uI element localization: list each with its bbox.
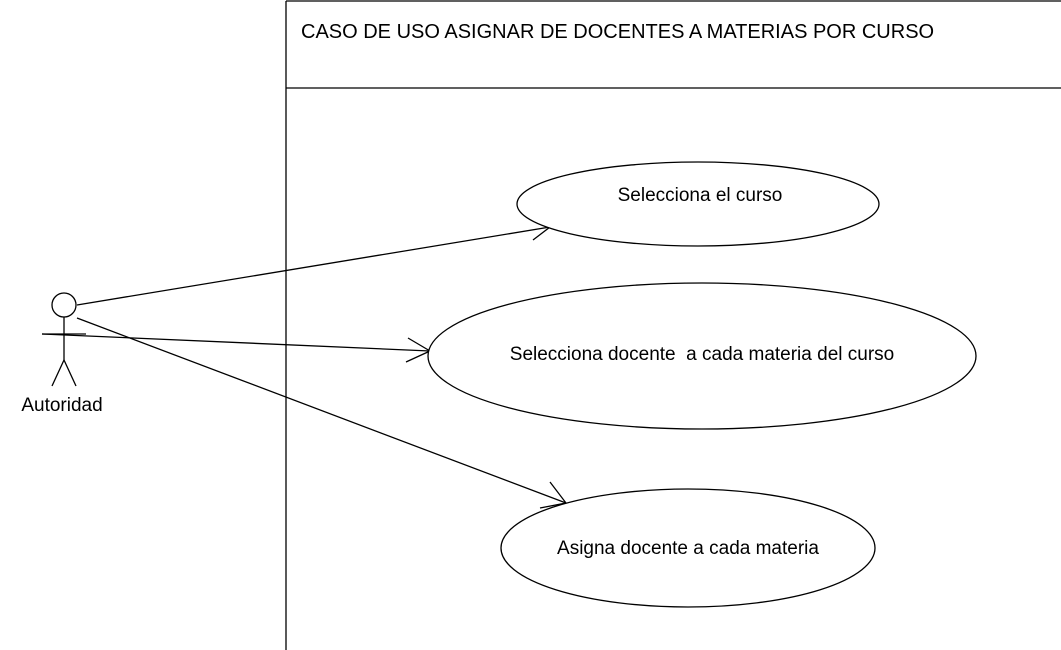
- use-case-ellipse: [500, 488, 876, 608]
- system-boundary-title: CASO DE USO ASIGNAR DE DOCENTES A MATERI…: [301, 21, 934, 43]
- use-case-label: Selecciona el curso: [618, 185, 783, 206]
- association-line: [76, 317, 567, 504]
- system-boundary: CASO DE USO ASIGNAR DE DOCENTES A MATERI…: [285, 0, 1061, 650]
- use-case-ellipse: [427, 282, 977, 430]
- use-case-ellipse: [516, 161, 880, 247]
- actor-left-leg: [51, 359, 65, 387]
- use-case-selecciona-docente[interactable]: Selecciona docente a cada materia del cu…: [427, 282, 977, 430]
- actor-right-leg: [63, 359, 77, 387]
- use-case-label: Selecciona docente a cada materia del cu…: [510, 344, 894, 365]
- actor-head-icon: [51, 292, 77, 318]
- association-selecciona-docente: [41, 333, 432, 363]
- association-line: [76, 226, 551, 306]
- actor-name-label: Autoridad: [21, 395, 102, 416]
- association-selecciona-curso: [76, 213, 552, 306]
- use-case-label: Asigna docente a cada materia: [557, 538, 819, 559]
- association-line: [41, 333, 431, 352]
- use-case-asigna-docente[interactable]: Asigna docente a cada materia: [500, 488, 876, 608]
- use-case-selecciona-curso[interactable]: Selecciona el curso: [516, 161, 880, 247]
- actor-autoridad[interactable]: Autoridad: [21, 292, 103, 416]
